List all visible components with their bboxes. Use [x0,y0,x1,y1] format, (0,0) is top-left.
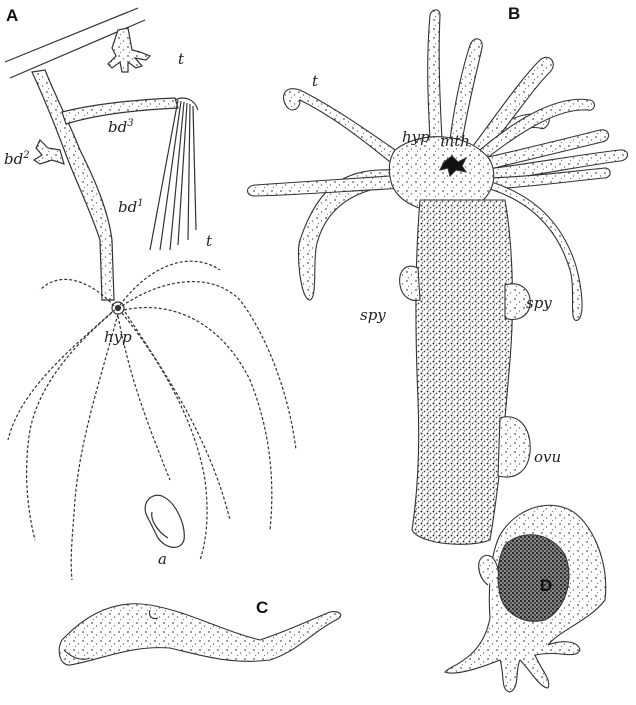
panel-a-label: A [6,6,18,26]
label-a-tentacle-bud: t [206,232,212,250]
label-a-hypostome: hyp [104,328,132,346]
label-b-hypostome: hyp [402,128,430,146]
label-b-spermary-left: spy [360,306,386,324]
panel-c-label: C [256,598,268,618]
label-a-prey: a [158,550,167,568]
panel-b-label: B [508,4,520,24]
panel-d-label: D [540,576,552,596]
label-a-tentacle-top: t [178,50,184,68]
label-b-ovary: ovu [534,448,561,466]
panel-c-drawing [59,604,341,665]
panel-a-drawing [5,8,296,580]
label-a-bud-2: bd2 [4,150,30,168]
label-b-tentacle: t [312,72,318,90]
label-b-spermary-right: spy [526,294,552,312]
panel-b-drawing [248,10,628,545]
label-a-bud-1: bd1 [118,198,144,216]
label-a-bud-3: bd3 [108,118,134,136]
label-b-mouth: mth [440,132,470,150]
